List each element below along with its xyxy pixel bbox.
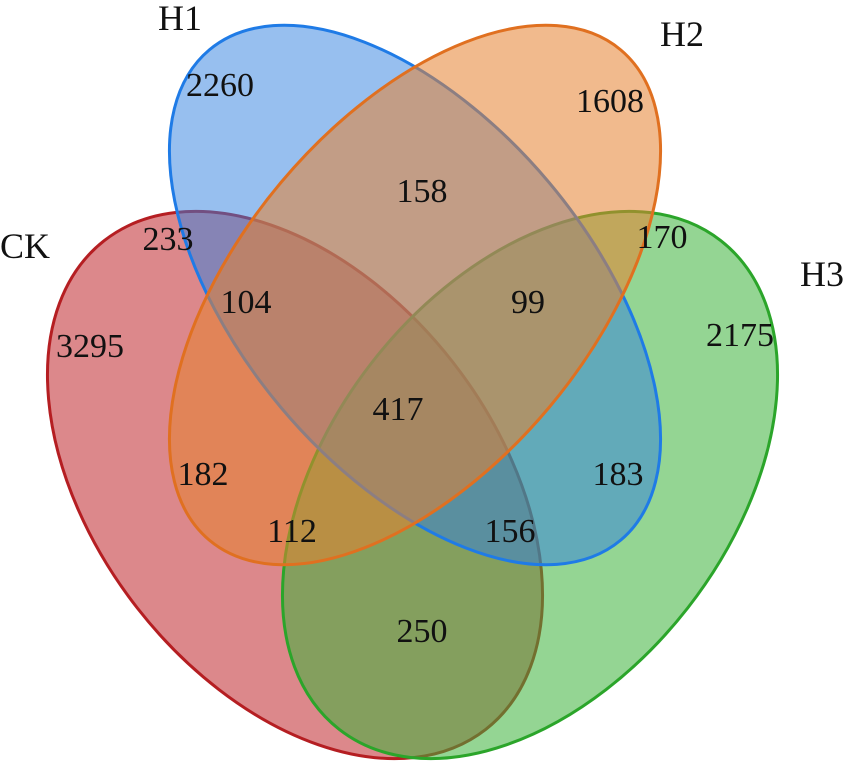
region-ck-h1-h2: 104: [221, 284, 272, 321]
region-ck-h2: 182: [178, 456, 229, 493]
region-h1-h2-h3: 99: [511, 284, 545, 321]
region-ck-only: 3295: [56, 328, 124, 365]
region-h2-h3: 170: [637, 219, 688, 256]
region-h1-h2: 158: [397, 173, 448, 210]
region-ck-h2-h3: 112: [267, 513, 317, 550]
region-ck-h3: 250: [397, 613, 448, 650]
set-h2-ellipse: [167, 23, 663, 567]
region-all: 417: [373, 391, 424, 428]
region-h1-only: 2260: [186, 67, 254, 104]
region-h1-h3: 183: [593, 456, 644, 493]
region-ck-h1: 233: [143, 221, 194, 258]
set-label-h1: H1: [158, 0, 202, 38]
region-h3-only: 2175: [706, 317, 774, 354]
set-label-ck: CK: [0, 226, 50, 266]
set-label-h3: H3: [800, 254, 844, 294]
region-ck-h1-h3: 156: [485, 513, 536, 550]
set-label-h2: H2: [660, 14, 704, 54]
region-h2-only: 1608: [576, 83, 644, 120]
